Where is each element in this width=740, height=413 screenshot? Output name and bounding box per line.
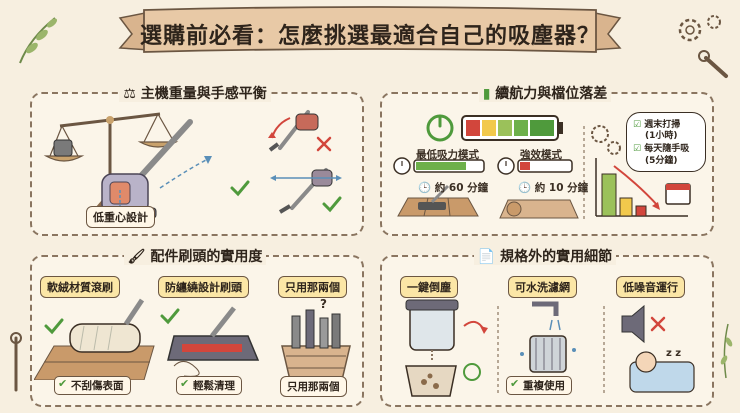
usage-note-1: 週末打掃 — [644, 120, 681, 130]
usage-note-2-sub: (5分鐘) — [645, 156, 678, 166]
max-mode-label: 強效模式 — [520, 149, 562, 161]
detail-item-2: 可水洗濾網 — [508, 276, 577, 298]
min-time-label: 🕒 約 60 分鐘 — [418, 182, 489, 194]
usage-note-2: 每天隨手吸 — [644, 144, 690, 154]
panel-battery-title: ▮ 續航力與檔位落差 — [380, 83, 710, 103]
usage-note: ☑ 週末打掃 (1小時) ☑ 每天隨手吸 (5分鐘) — [626, 112, 706, 172]
panel-weight-title: ⚖ 主機重量與手感平衡 — [30, 83, 360, 103]
brush-item-1: 軟絨材質滾刷 — [40, 276, 120, 298]
detail-item-3: 低噪音運行 — [616, 276, 685, 298]
detail-note-2: ✔重複使用 — [506, 376, 572, 395]
leaf-decoration-icon — [720, 323, 733, 379]
panel-battery-title-text: 續航力與檔位落差 — [495, 86, 608, 102]
details-illustration: z z — [405, 299, 695, 397]
max-time-value: 約 10 分鐘 — [534, 182, 589, 194]
brush-item-3: 只用那兩個 — [278, 276, 347, 298]
min-mode-label: 最低吸力模式 — [416, 149, 479, 161]
brush-illustration: ? — [34, 297, 351, 380]
panel-weight-title-text: 主機重量與手感平衡 — [140, 86, 267, 102]
brush-note-1-text: 不刮傷表面 — [71, 380, 124, 392]
title-banner: 選購前必看：怎麼挑選最適合自己的吸塵器？ — [110, 6, 630, 56]
weight-illustration — [43, 110, 342, 219]
panel-details-title: 📄 規格外的實用細節 — [380, 246, 710, 266]
panel-details-title-text: 規格外的實用細節 — [500, 249, 613, 265]
usage-note-1-sub: (1小時) — [645, 131, 678, 141]
brush-item-2: 防纏繞設計刷頭 — [158, 276, 249, 298]
panel-brush-title: 🖌 配件刷頭的實用度 — [30, 246, 360, 266]
leaf-decoration-icon — [19, 17, 57, 64]
detail-note-2-text: 重複使用 — [523, 380, 565, 392]
brush-note-1: ✔不刮傷表面 — [54, 376, 131, 395]
min-time-value: 約 60 分鐘 — [434, 182, 489, 194]
check-icon: ✔ — [180, 377, 190, 390]
svg-text:?: ? — [320, 297, 327, 311]
battery-illustration — [393, 114, 691, 222]
page-title: 選購前必看：怎麼挑選最適合自己的吸塵器？ — [139, 24, 600, 49]
svg-text:z z: z z — [666, 348, 681, 359]
brush-note-2: ✔輕鬆清理 — [176, 376, 242, 395]
low-center-label: 低重心設計 — [86, 206, 155, 228]
max-time-label: 🕒 約 10 分鐘 — [518, 182, 589, 194]
panel-brush-title-text: 配件刷頭的實用度 — [150, 249, 263, 265]
check-icon: ✔ — [58, 377, 68, 390]
brush-note-2-text: 輕鬆清理 — [193, 380, 235, 392]
detail-item-1: 一鍵倒塵 — [400, 276, 458, 298]
gear-icon — [678, 15, 728, 78]
check-icon: ✔ — [510, 377, 520, 390]
wrench-icon — [10, 332, 22, 392]
brush-note-3: 只用那兩個 — [280, 376, 347, 397]
